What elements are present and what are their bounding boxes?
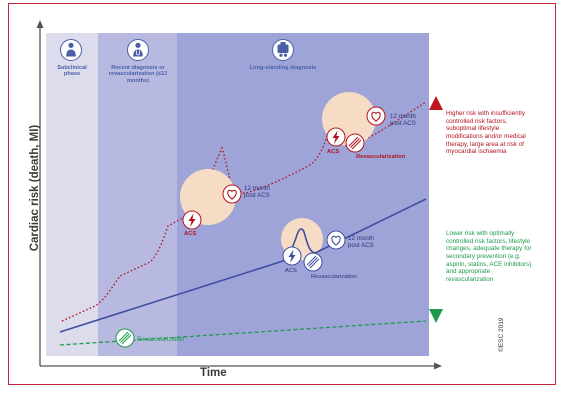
heart-icon	[366, 106, 386, 126]
panel-recent	[98, 33, 177, 356]
doctor-icon	[127, 39, 149, 61]
heart-icon	[222, 184, 242, 204]
heart-icon	[326, 230, 346, 250]
event-label-post-acs-1: 12 month post ACS	[244, 185, 270, 199]
event-label-acs-1: ACS	[184, 231, 197, 237]
stent-icon	[115, 328, 135, 348]
panel-subclinical	[46, 33, 98, 356]
medications-icon	[272, 39, 294, 61]
event-label-revasc-3: Revascularization	[311, 274, 357, 280]
copyright-text: ©ESC 2019	[498, 317, 505, 352]
lightning-icon	[282, 246, 302, 266]
phase-label-long-standing: Long-standing diagnosis	[249, 65, 317, 71]
higher-risk-note: Higher risk with insufficiently controll…	[446, 110, 526, 156]
phase-label-subclinical: Subclinical phase	[57, 65, 87, 78]
stent-icon	[345, 133, 365, 153]
y-axis-label: Cardiac risk (death, MI)	[29, 124, 41, 252]
x-axis-arrowhead	[434, 362, 442, 370]
event-label-acs-2: ACS	[327, 149, 340, 155]
phase-label-recent: Recent diagnosis or revascularization (≤…	[108, 65, 168, 84]
lower-risk-note: Lower risk with optimally controlled ris…	[446, 230, 532, 284]
risk-arrow-top	[429, 96, 443, 110]
event-label-post-acs-3: 12 month post ACS	[348, 235, 374, 249]
event-label-revasc-2: Revascularization	[356, 154, 406, 160]
event-label-acs-3: ACS	[285, 268, 297, 274]
event-label-post-acs-2: 12 month post ACS	[390, 113, 416, 127]
stent-icon	[303, 252, 323, 272]
risk-arrow-bottom	[429, 309, 443, 323]
lightning-icon	[182, 210, 202, 230]
x-axis-label: Time	[200, 367, 227, 379]
y-axis-arrowhead	[36, 20, 44, 28]
lightning-icon	[326, 127, 346, 147]
person-icon	[60, 39, 82, 61]
event-label-revasc-green: Revascularization	[137, 337, 185, 343]
